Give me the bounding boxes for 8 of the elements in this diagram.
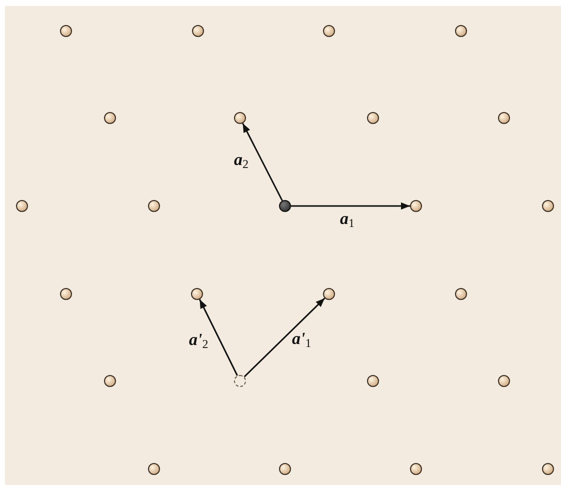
edge-label: a$_{1}$ bbox=[340, 210, 354, 227]
edge-label: a$_{2}$ bbox=[234, 151, 248, 168]
arrow bbox=[242, 123, 283, 201]
arrow bbox=[291, 202, 410, 210]
edge-label: a'$_{2}$ bbox=[189, 331, 208, 348]
arrow bbox=[244, 298, 326, 378]
arrow bbox=[198, 299, 238, 376]
edge-label: a'$_{1}$ bbox=[292, 330, 312, 347]
